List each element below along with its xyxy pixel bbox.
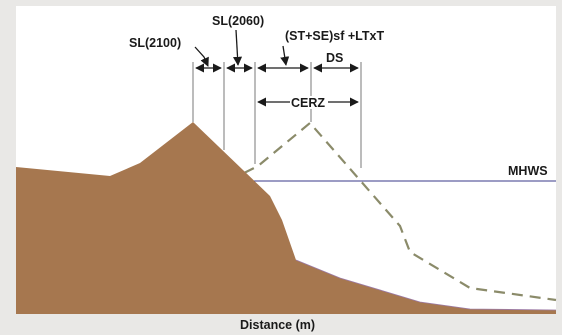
terrain-profile: [16, 122, 556, 314]
dashed-future-profile: [243, 121, 557, 302]
formula-leader: [280, 45, 290, 66]
seabed-edge: [295, 259, 557, 311]
sl2060-label: SL(2060): [212, 14, 264, 28]
mhws-label: MHWS: [508, 164, 548, 178]
ds-label: DS: [326, 51, 343, 65]
sl2100-label: SL(2100): [129, 36, 181, 50]
cerz-label: CERZ: [291, 96, 325, 110]
cerz-label-bg: [290, 96, 328, 109]
sl2060-leader: [232, 29, 243, 66]
sl2100-leader: [194, 46, 209, 67]
x-axis-label: Distance (m): [240, 318, 315, 332]
vertical-reference-lines: [192, 62, 362, 168]
formula-label: (ST+SE)sf +LTxT: [285, 29, 384, 43]
